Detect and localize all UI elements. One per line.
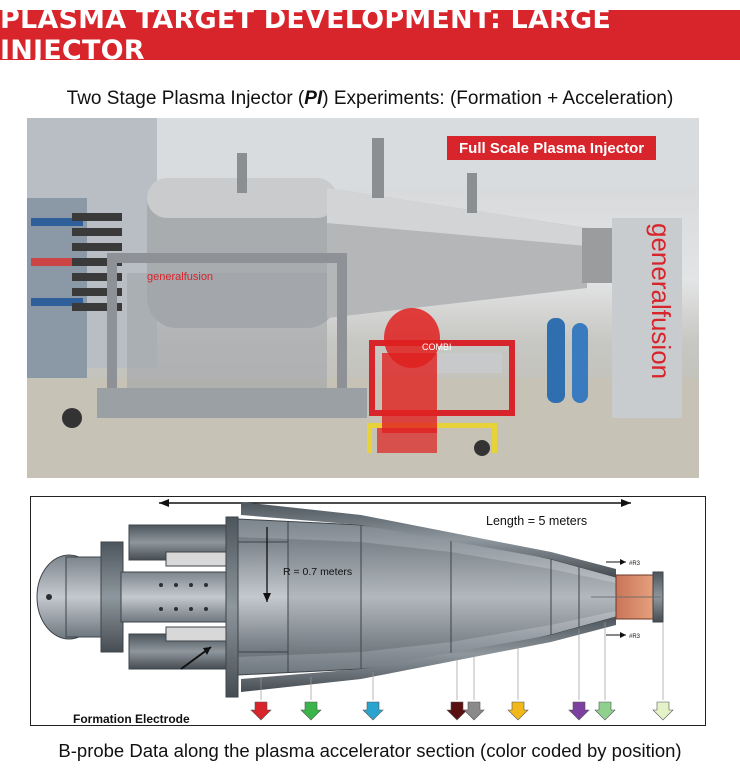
subtitle-emphasis: PI — [304, 88, 323, 109]
injector-photo-illustration: generalfusion generalfusion COMBI — [27, 118, 699, 478]
figure-caption: B-probe Data along the plasma accelerato… — [58, 740, 682, 761]
injector-diagram-svg: Length = 5 meters — [36, 499, 674, 725]
probe-tag-bottom: #R3 — [629, 634, 641, 640]
photo-badge: Full Scale Plasma Injector — [447, 136, 657, 160]
banner-logo-text: generalfusion — [646, 223, 676, 379]
probe-tag-top: #R3 — [629, 561, 641, 567]
radius-dimension — [263, 527, 271, 602]
formation-electrode-label: Formation Electrode — [73, 712, 190, 725]
probe-arrows — [250, 701, 674, 721]
injector-diagram: Length = 5 meters — [30, 496, 706, 726]
subtitle-prefix: Two Stage Plasma Injector ( — [66, 88, 305, 109]
length-label: Length = 5 meters — [486, 514, 587, 528]
photo-badge-text: Full Scale Plasma Injector — [459, 139, 645, 157]
subtitle-suffix: ) Experiments: (Formation + Acceleration… — [322, 88, 674, 109]
stand-logo-text: generalfusion — [147, 271, 213, 283]
radius-label: R = 0.7 meters — [283, 566, 352, 578]
cart-label-text: COMBI — [422, 342, 452, 352]
subtitle: Two Stage Plasma Injector (PI) Experimen… — [0, 88, 740, 110]
injector-photo: generalfusion generalfusion COMBI — [27, 118, 699, 478]
page-title: PLASMA TARGET DEVELOPMENT: LARGE INJECTO… — [0, 4, 612, 66]
length-dimension — [159, 499, 631, 507]
page-header: PLASMA TARGET DEVELOPMENT: LARGE INJECTO… — [0, 4, 740, 66]
